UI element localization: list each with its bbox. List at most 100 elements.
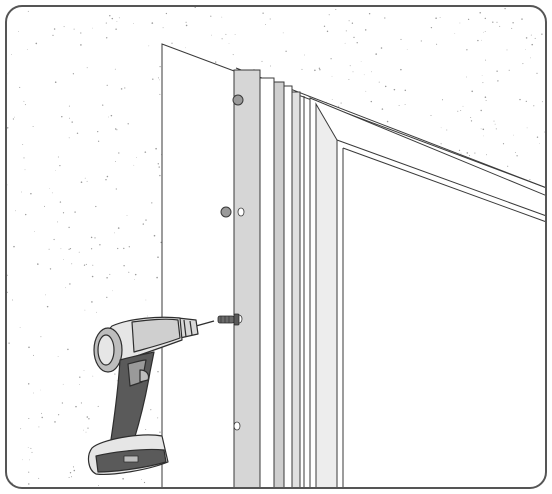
wall-speckle	[68, 226, 70, 229]
wall-speckle	[400, 38, 402, 40]
wall-speckle	[330, 58, 332, 60]
wall-speckle	[8, 342, 10, 344]
wall-speckle	[539, 143, 540, 144]
wall-speckle	[526, 127, 528, 129]
wall-speckle	[134, 273, 137, 276]
wall-speckle	[496, 21, 498, 23]
wall-speckle	[506, 49, 508, 51]
wall-speckle	[221, 16, 223, 18]
wall-speckle	[128, 246, 130, 248]
wall-speckle	[61, 402, 64, 404]
wall-speckle	[59, 164, 61, 167]
wall-speckle	[348, 20, 350, 22]
wall-speckle	[92, 27, 93, 29]
wall-speckle	[91, 275, 94, 278]
wall-speckle	[492, 21, 494, 23]
wall-speckle	[468, 154, 471, 157]
wall-speckle	[122, 478, 124, 480]
wall-speckle	[483, 31, 484, 33]
wall-speckle	[105, 179, 107, 181]
wall-speckle	[228, 43, 230, 44]
wall-speckle	[114, 373, 116, 375]
wall-speckle	[483, 135, 484, 137]
wall-speckle	[127, 123, 129, 125]
wall-speckle	[484, 96, 487, 98]
wall-speckle	[502, 143, 505, 145]
wall-speckle	[40, 336, 42, 338]
wall-speckle	[67, 348, 69, 351]
wall-speckle	[348, 79, 350, 80]
wall-speckle	[116, 380, 118, 382]
wall-speckle	[68, 117, 70, 119]
wall-speckle	[147, 315, 148, 317]
wall-speckle	[3, 433, 4, 434]
wall-speckle	[485, 59, 487, 61]
wall-speckle	[504, 7, 506, 10]
wall-speckle	[114, 128, 117, 130]
wall-speckle	[68, 248, 70, 250]
wall-speckle	[530, 34, 532, 36]
wall-speckle	[62, 383, 64, 385]
wall-speckle	[496, 70, 498, 72]
wall-speckle	[344, 42, 346, 44]
wall-speckle	[68, 137, 70, 139]
wall-speckle	[54, 170, 56, 171]
wall-speckle	[430, 114, 432, 117]
wall-speckle	[28, 346, 30, 349]
wall-speckle	[368, 12, 371, 15]
wall-speckle	[406, 48, 408, 50]
wall-speckle	[376, 0, 377, 1]
wall-speckle	[352, 71, 354, 73]
wall-speckle	[57, 156, 59, 158]
wall-speckle	[513, 134, 514, 136]
wall-speckle	[116, 21, 118, 22]
wall-speckle	[91, 301, 93, 303]
wall-speckle	[26, 49, 28, 50]
wall-speckle	[525, 100, 527, 103]
wall-speckle	[20, 428, 22, 430]
wall-speckle	[254, 2, 255, 3]
wall-speckle	[78, 251, 80, 253]
wall-speckle	[184, 47, 186, 49]
wall-speckle	[319, 69, 321, 71]
wall-speckle	[536, 72, 538, 74]
wall-speckle	[457, 110, 459, 112]
wall-speckle	[151, 202, 153, 204]
wall-speckle	[493, 120, 495, 122]
wall-speckle	[52, 34, 54, 37]
wall-speckle	[114, 232, 115, 234]
wall-speckle	[87, 427, 89, 429]
wall-speckle	[162, 27, 164, 29]
wall-speckle	[255, 1, 256, 2]
wall-speckle	[41, 416, 43, 419]
wall-speckle	[301, 68, 303, 70]
wall-speckle	[62, 212, 65, 214]
wall-speckle	[549, 298, 550, 299]
wall-speckle	[15, 210, 16, 212]
wall-speckle	[481, 39, 482, 41]
door-glass-panel	[336, 139, 546, 488]
wall-speckle	[142, 223, 145, 225]
wall-speckle	[54, 421, 56, 423]
wall-speckle	[88, 418, 90, 420]
wall-speckle	[7, 184, 8, 186]
wall-speckle	[0, 251, 1, 252]
wall-speckle	[470, 120, 473, 122]
wall-speckle	[159, 174, 161, 177]
wall-speckle	[35, 42, 38, 45]
wall-speckle	[398, 105, 400, 107]
wall-speckle	[63, 259, 64, 260]
wall-speckle	[135, 157, 137, 158]
wall-speckle	[467, 18, 470, 21]
wall-speckle	[48, 248, 50, 250]
wall-speckle	[331, 75, 333, 77]
wall-speckle	[43, 205, 46, 207]
wall-speckle	[323, 25, 326, 27]
wall-speckle	[326, 30, 329, 33]
wall-speckle	[72, 466, 75, 468]
wall-speckle	[507, 165, 509, 167]
wall-speckle	[381, 108, 384, 110]
wall-speckle	[73, 28, 75, 30]
wall-speckle	[356, 42, 358, 44]
wall-speckle	[98, 484, 99, 486]
